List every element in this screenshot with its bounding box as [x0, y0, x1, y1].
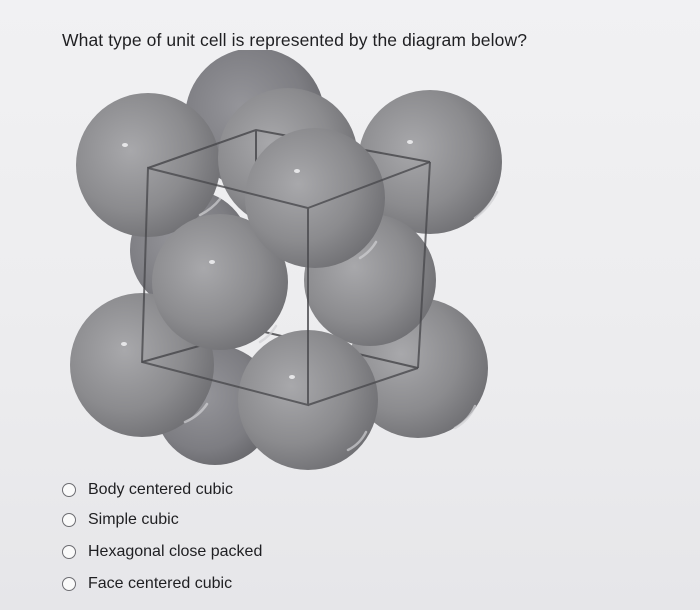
option-label: Face centered cubic — [88, 575, 233, 592]
radio-button[interactable] — [62, 577, 76, 591]
sphere-corner-top-left — [76, 93, 220, 237]
option-face-centered-cubic[interactable]: Face centered cubic — [62, 572, 362, 596]
question-text: What type of unit cell is represented by… — [62, 30, 528, 50]
sphere-face-left — [152, 214, 288, 350]
option-label: Simple cubic — [88, 511, 179, 528]
radio-button[interactable] — [62, 545, 76, 559]
radio-button[interactable] — [62, 513, 76, 527]
cube-wireframe-front — [140, 161, 431, 407]
radio-button[interactable] — [62, 483, 76, 497]
option-hexagonal-close-packed[interactable]: Hexagonal close packed — [62, 540, 362, 564]
sphere-face-top-front — [245, 128, 385, 268]
option-body-centered-cubic[interactable]: Body centered cubic — [62, 478, 362, 502]
option-label: Hexagonal close packed — [88, 543, 263, 560]
option-simple-cubic[interactable]: Simple cubic — [62, 508, 362, 532]
unit-cell-diagram — [70, 50, 502, 470]
option-label: Body centered cubic — [88, 481, 233, 498]
